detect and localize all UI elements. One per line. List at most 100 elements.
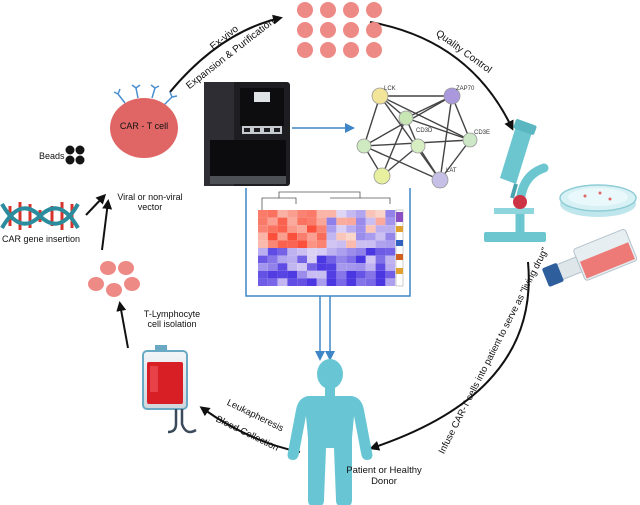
heatmap-cell (307, 278, 317, 286)
heatmap-cell (307, 232, 317, 241)
heatmap-cell (375, 263, 386, 271)
heatmap-cell (385, 255, 396, 264)
heatmap-cell (336, 248, 347, 256)
heatmap-cell (385, 248, 396, 256)
heatmap-cell (385, 263, 396, 271)
label-car-gene-insertion: CAR gene insertion (2, 234, 81, 244)
blood-bag-icon (142, 345, 197, 434)
arrow-quality-control (369, 21, 514, 131)
heatmap-cell (287, 217, 298, 226)
heatmap-cell (307, 255, 317, 264)
heatmap-cell (336, 263, 347, 271)
heatmap-cell (326, 263, 337, 271)
network-node-label-lat: LAT (446, 168, 457, 174)
label-quality-control: Quality Control (433, 28, 493, 76)
network-node-label-cd3e: CD3E (474, 130, 490, 136)
heatmap-cell (346, 217, 356, 226)
arrow-heatmap-connector (245, 188, 411, 297)
heatmap-cell (258, 210, 268, 218)
heatmap-cell (277, 248, 288, 256)
heatmap-cell (375, 217, 386, 226)
label-vector-line1: Viral or non-viral (117, 192, 183, 202)
heatmap-cell (346, 263, 356, 271)
label-beads: Beads (39, 151, 65, 161)
dna-helix-icon (0, 202, 80, 230)
heatmap-cell (356, 263, 366, 271)
network-node-b (356, 138, 372, 154)
heatmap-cell (316, 255, 327, 264)
heatmap-cell (385, 232, 396, 241)
heatmap-cell (258, 217, 268, 226)
heatmap-cell (385, 278, 396, 286)
heatmap-cell (356, 232, 366, 241)
heatmap-cell (287, 210, 298, 218)
heatmap-cell (307, 248, 317, 256)
heatmap-cell (307, 240, 317, 248)
microscope-icon (484, 119, 549, 242)
heatmap-cell (356, 225, 366, 233)
heatmap-cell (365, 263, 376, 271)
heatmap-cell (277, 278, 288, 286)
heatmap-cell (336, 270, 347, 279)
arrow-infuse (369, 261, 530, 451)
heatmap-cell (258, 278, 268, 286)
heatmap-cell (287, 255, 298, 264)
heatmap-cell (365, 217, 376, 226)
network-node-a (398, 110, 414, 126)
heatmap-cell (277, 232, 288, 241)
heatmap-cell (375, 210, 386, 218)
heatmap-cell (267, 278, 278, 286)
heatmap-cell (258, 270, 268, 279)
heatmap-cell (297, 255, 307, 264)
heatmap-cell (297, 270, 307, 279)
heatmap-cell (326, 217, 337, 226)
heatmap-cell (365, 225, 376, 233)
heatmap-cell (336, 225, 347, 233)
heatmap-cell (346, 255, 356, 264)
label-infuse: Infuse CAR-T cells into patient to serve… (437, 246, 551, 456)
heatmap-cell (385, 270, 396, 279)
heatmap-cell (287, 278, 298, 286)
heatmap-cell (336, 278, 347, 286)
heatmap-cell (356, 210, 366, 218)
heatmap-cell (258, 248, 268, 256)
heatmap-cell (356, 255, 366, 264)
heatmap-cell (375, 278, 386, 286)
heatmap-cell (297, 240, 307, 248)
network-node-lat (431, 171, 449, 189)
heatmap-cell (375, 248, 386, 256)
heatmap-cell (307, 263, 317, 271)
heatmap-cell (267, 263, 278, 271)
heatmap-cell (297, 248, 307, 256)
patient-figure-icon (287, 359, 373, 505)
network-node-label-lck: LCK (384, 86, 396, 92)
heatmap-cell (297, 232, 307, 241)
heatmap-cell (365, 255, 376, 264)
heatmap-cell (267, 240, 278, 248)
network-node-lck (371, 87, 389, 105)
heatmap-cell (297, 278, 307, 286)
heatmap-cell (297, 217, 307, 226)
heatmap-cell (297, 225, 307, 233)
label-patient-line2: Donor (371, 475, 397, 487)
label-patient: Patient or Healthy Donor (336, 465, 432, 488)
heatmap (258, 191, 404, 287)
heatmap-cell (356, 278, 366, 286)
heatmap-cell (316, 248, 327, 256)
heatmap-cell (385, 217, 396, 226)
heatmap-cell (277, 255, 288, 264)
network-node-c (373, 167, 391, 185)
heatmap-cell (277, 240, 288, 248)
heatmap-cell (365, 240, 376, 248)
heatmap-cell (375, 240, 386, 248)
heatmap-cell (346, 210, 356, 218)
network-node-cd3e (410, 138, 426, 154)
heatmap-cell (336, 240, 347, 248)
petri-dish-icon (559, 184, 637, 217)
heatmap-cell (307, 270, 317, 279)
heatmap-cell (258, 263, 268, 271)
heatmap-cell (267, 248, 278, 256)
network-node-label-cd3d: CD3D (416, 128, 433, 134)
heatmap-cell (287, 240, 298, 248)
heatmap-cell (365, 248, 376, 256)
